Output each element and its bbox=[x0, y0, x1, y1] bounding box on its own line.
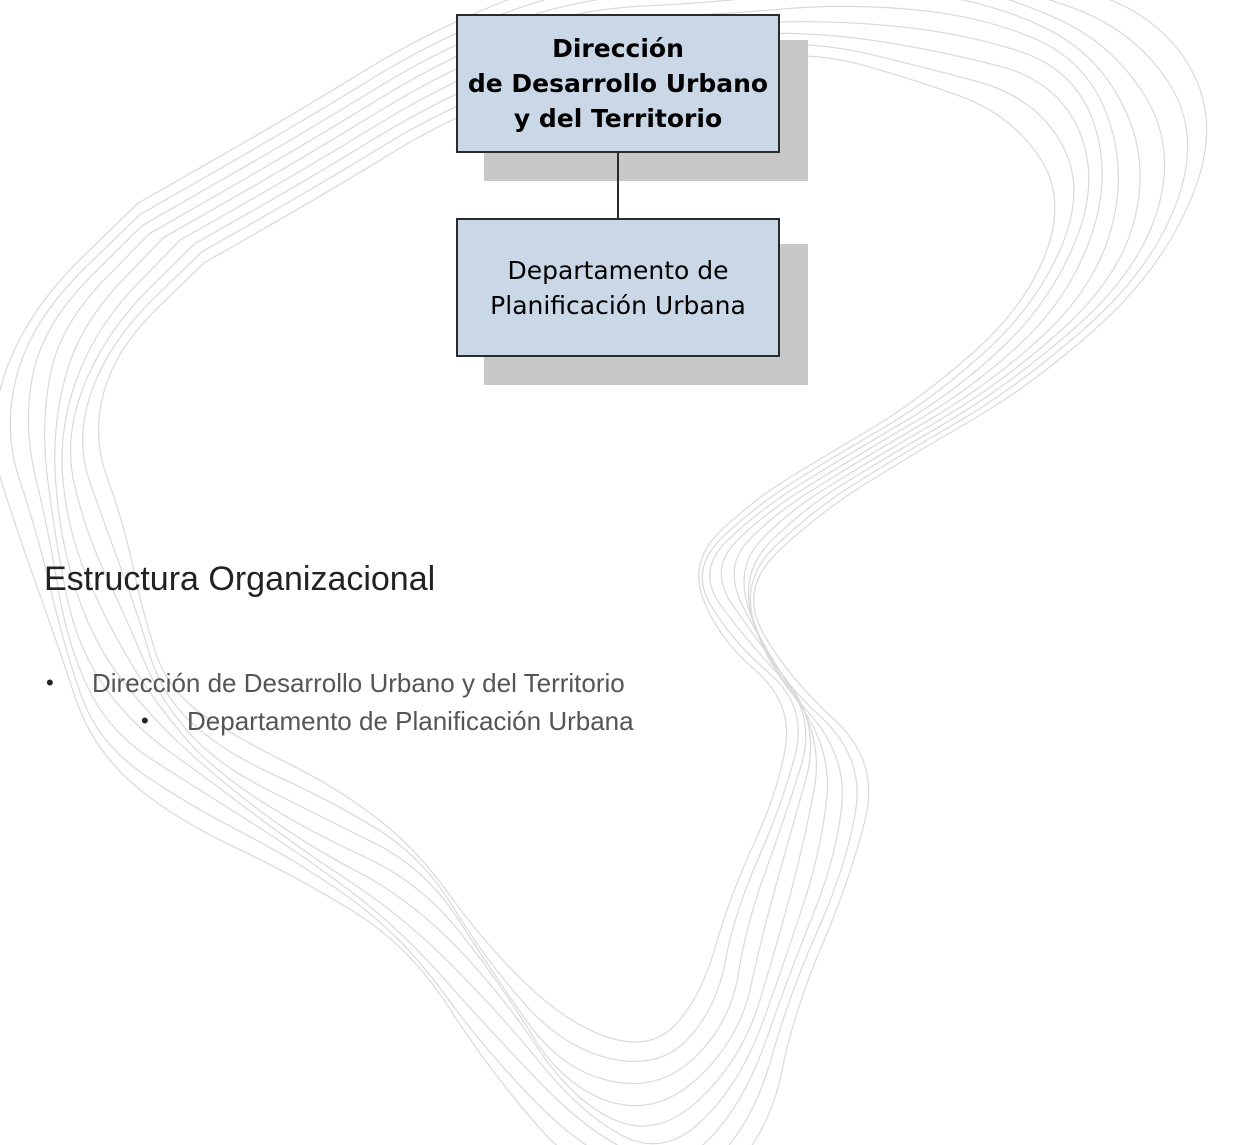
list-item-label: Departamento de Planificación Urbana bbox=[187, 706, 634, 736]
org-node-departamento-line-1: Departamento de bbox=[507, 255, 729, 285]
org-node-departamento: Departamento de Planificación Urbana bbox=[456, 218, 780, 357]
contour-line bbox=[97, 54, 1056, 1043]
org-node-direccion-line-1: Dirección bbox=[552, 34, 684, 63]
contour-line bbox=[69, 32, 1090, 1085]
org-node-departamento-line-2: Planificación Urbana bbox=[490, 290, 746, 320]
org-node-direccion-line-3: y del Territorio bbox=[513, 104, 723, 133]
org-node-direccion-line-2: de Desarrollo Urbano bbox=[467, 69, 769, 98]
section-title: Estructura Organizacional bbox=[44, 560, 436, 598]
bullet-icon: • bbox=[46, 670, 54, 695]
org-node-direccion: Dirección de Desarrollo Urbano y del Ter… bbox=[456, 14, 780, 153]
org-connector-line bbox=[617, 153, 619, 218]
contour-line bbox=[82, 43, 1075, 1062]
list-item-label: Dirección de Desarrollo Urbano y del Ter… bbox=[92, 668, 625, 698]
bullet-icon: • bbox=[141, 708, 149, 733]
